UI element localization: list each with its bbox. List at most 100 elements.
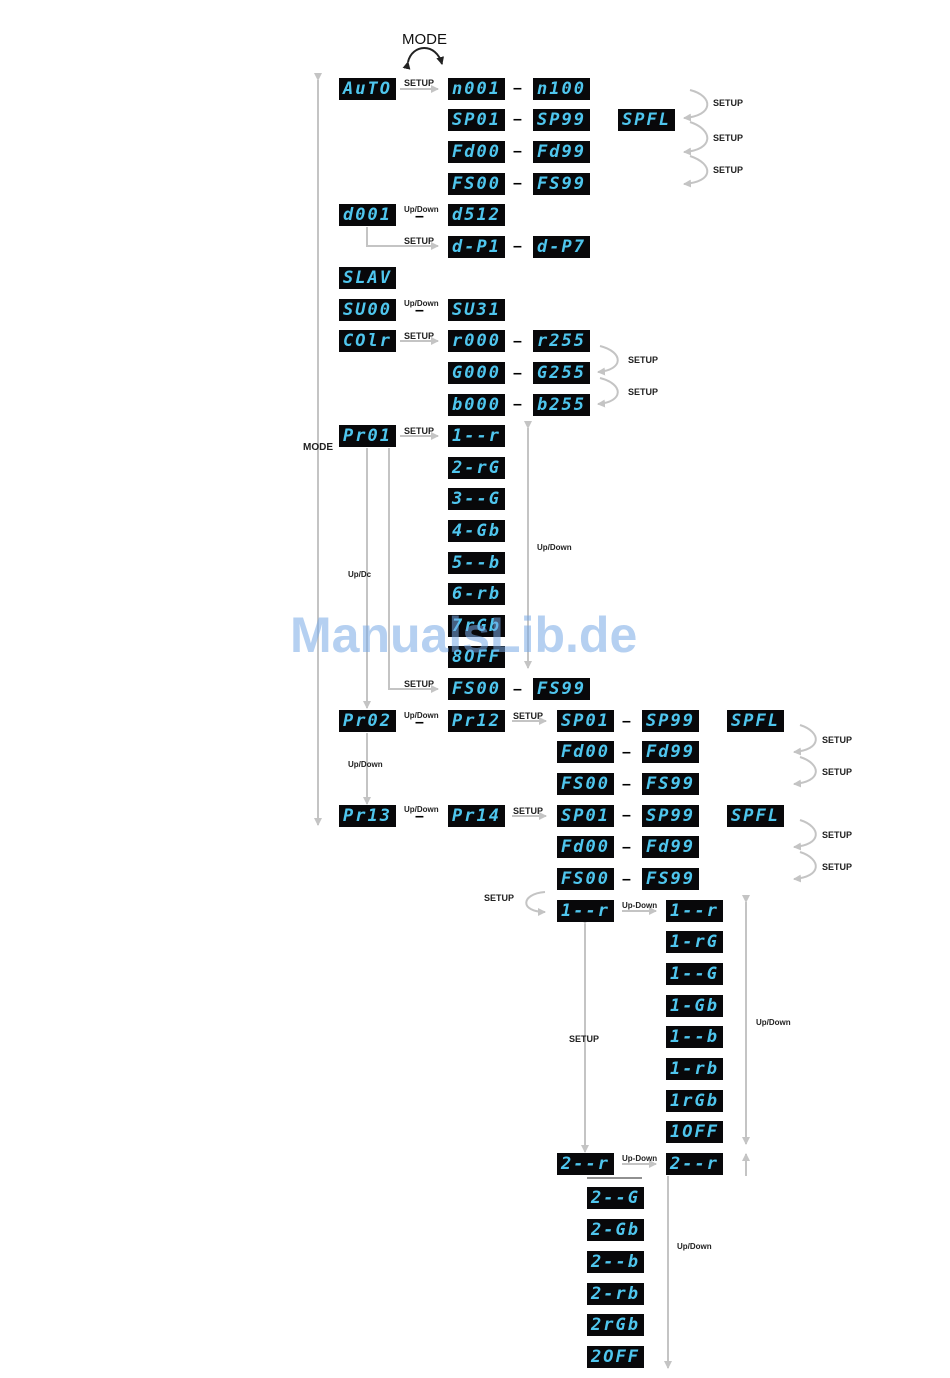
display-sp01: SP01 (448, 109, 505, 131)
display-program-7: 7rGb (448, 615, 505, 637)
setup-label: SETUP (484, 893, 515, 903)
display-fs99: FS99 (642, 868, 699, 890)
mode-side-label: MODE (303, 442, 333, 453)
display-r000: r000 (448, 330, 505, 352)
display-dp7: d-P7 (533, 236, 590, 258)
display-pr01: Pr01 (339, 425, 396, 447)
range-dash: – (622, 871, 631, 888)
display-d001: d001 (339, 204, 396, 226)
updown-dash: – (415, 714, 424, 731)
display-step2-option-5: 2-rb (587, 1283, 644, 1305)
range-dash: – (513, 333, 522, 350)
display-program-8: 8OFF (448, 646, 505, 668)
display-fd99: Fd99 (533, 141, 590, 163)
range-dash: – (513, 143, 522, 160)
display-pr12: Pr12 (448, 710, 505, 732)
updown-cut-label: Up/Dc (348, 570, 372, 579)
display-b255: b255 (533, 394, 590, 416)
display-step-1: 1--r (557, 900, 614, 922)
display-fs00: FS00 (557, 868, 614, 890)
updown-dash: – (415, 808, 424, 825)
display-fd00: Fd00 (448, 141, 505, 163)
display-su00: SU00 (339, 299, 396, 321)
setup-label: SETUP (513, 806, 544, 816)
updown-label: Up/Down (537, 543, 572, 552)
display-fd00: Fd00 (557, 836, 614, 858)
setup-label: SETUP (404, 331, 435, 341)
setup-label: SETUP (713, 165, 744, 175)
range-dash: – (513, 396, 522, 413)
updown-dash-label: Up-Down (622, 901, 658, 910)
display-fs00: FS00 (448, 678, 505, 700)
setup-label: SETUP (822, 862, 853, 872)
setup-label: SETUP (404, 426, 435, 436)
range-dash: – (513, 175, 522, 192)
display-sp99: SP99 (533, 109, 590, 131)
display-r255: r255 (533, 330, 590, 352)
display-fs00: FS00 (448, 173, 505, 195)
range-dash: – (622, 713, 631, 730)
range-dash: – (513, 681, 522, 698)
setup-label: SETUP (822, 830, 853, 840)
setup-label: SETUP (404, 679, 435, 689)
setup-label: SETUP (628, 355, 659, 365)
watermark: ManualsLib.de (290, 607, 638, 663)
display-program-3: 3--G (448, 488, 505, 510)
range-dash: – (513, 238, 522, 255)
display-sp01: SP01 (557, 710, 614, 732)
display-step1-option-5: 1--b (666, 1026, 723, 1048)
display-pr14: Pr14 (448, 805, 505, 827)
setup-label: SETUP (713, 98, 744, 108)
display-d512: d512 (448, 204, 505, 226)
display-pr13: Pr13 (339, 805, 396, 827)
display-n001: n001 (448, 78, 505, 100)
display-step1-option-4: 1-Gb (666, 995, 723, 1017)
updown-dash: – (415, 302, 424, 319)
display-g000: G000 (448, 362, 505, 384)
display-pr02: Pr02 (339, 710, 396, 732)
display-fs00: FS00 (557, 773, 614, 795)
setup-label: SETUP (822, 767, 853, 777)
updown-label: Up/Down (348, 760, 383, 769)
mode-top-label: MODE (402, 31, 447, 48)
display-fd99: Fd99 (642, 836, 699, 858)
display-spfl: SPFL (727, 805, 784, 827)
display-slav: SLAV (339, 267, 396, 289)
setup-label: SETUP (513, 711, 544, 721)
range-dash: – (622, 839, 631, 856)
display-step2-option-1: 2--r (666, 1153, 723, 1175)
range-dash: – (513, 111, 522, 128)
range-dash: – (513, 365, 522, 382)
display-step-2: 2--r (557, 1153, 614, 1175)
display-sp99: SP99 (642, 805, 699, 827)
setup-label: SETUP (822, 735, 853, 745)
display-b000: b000 (448, 394, 505, 416)
range-dash: – (622, 776, 631, 793)
range-dash: – (622, 807, 631, 824)
display-step1-option-8: 1OFF (666, 1121, 723, 1143)
display-auto: AuTO (339, 78, 396, 100)
display-fs99: FS99 (533, 678, 590, 700)
display-step1-option-6: 1-rb (666, 1058, 723, 1080)
display-sp01: SP01 (557, 805, 614, 827)
display-step1-option-7: 1rGb (666, 1090, 723, 1112)
display-fd00: Fd00 (557, 741, 614, 763)
display-step2-option-6: 2rGb (587, 1314, 644, 1336)
display-step2-option-7: 2OFF (587, 1346, 644, 1368)
display-dp1: d-P1 (448, 236, 505, 258)
display-program-5: 5--b (448, 552, 505, 574)
range-dash: – (622, 744, 631, 761)
display-spfl: SPFL (618, 109, 675, 131)
updown-label: Up/Down (404, 805, 439, 814)
setup-label: SETUP (569, 1034, 600, 1044)
display-step2-option-3: 2-Gb (587, 1219, 644, 1241)
display-step1-option-2: 1-rG (666, 931, 723, 953)
updown-label: Up/Down (404, 299, 439, 308)
display-colr: COlr (339, 330, 396, 352)
display-program-2: 2-rG (448, 457, 505, 479)
display-su31: SU31 (448, 299, 505, 321)
updown-dash-label: Up-Down (622, 1154, 658, 1163)
updown-label: Up/Down (677, 1242, 712, 1251)
setup-label: SETUP (713, 133, 744, 143)
